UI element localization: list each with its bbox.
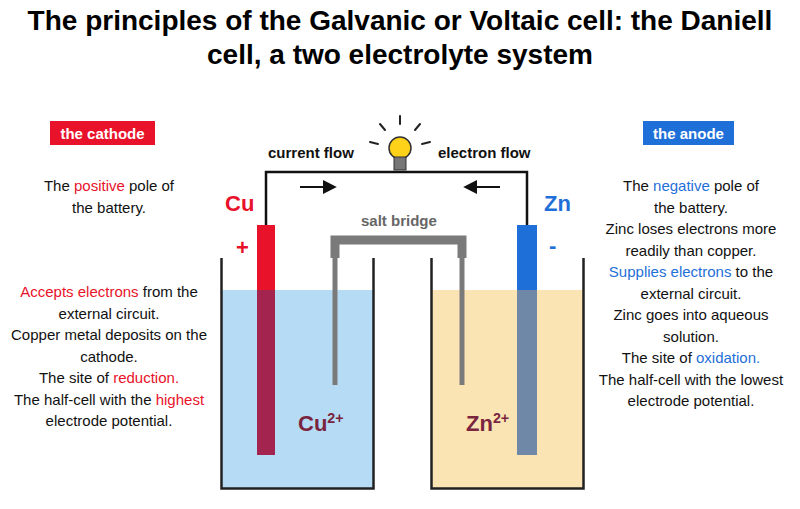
flow-label: current flow [268, 144, 354, 161]
polarity-sign: - [549, 233, 556, 259]
description: Zinc goes into aqueous solution. [586, 304, 796, 347]
electrolyte [221, 290, 374, 489]
salt-bridge [335, 240, 462, 258]
beaker-wall [432, 258, 584, 489]
description: Accepts electrons from the external circ… [4, 281, 214, 324]
description-column: The negative pole of the battery.Zinc lo… [586, 175, 796, 412]
pole-label-box: the cathode [50, 121, 155, 145]
description-text: electrode potential. [46, 412, 173, 429]
description: The positive pole of the battery. [34, 175, 184, 218]
electron-arrow [466, 186, 500, 188]
edge-label: salt bridge [358, 212, 440, 229]
pole-label: the cathode [60, 125, 144, 142]
description: The site of oxidation. [586, 347, 796, 369]
description-text: The site of [39, 369, 109, 386]
highlight-text: oxidation. [696, 349, 760, 366]
description-column: The positive pole of the battery. [4, 175, 214, 218]
description-text: electrode potential. [628, 392, 755, 409]
electrode: Zn- [517, 225, 537, 455]
description-text: The half-cell with the [14, 391, 152, 408]
title: The principles of the Galvanic or Voltai… [10, 4, 790, 72]
flow-label: electron flow [438, 144, 531, 161]
description-text: The [44, 177, 70, 194]
description-text: The site of [622, 349, 692, 366]
description-text: Copper metal deposits on the cathode. [11, 326, 207, 365]
beaker: Zn2+ [430, 258, 585, 490]
ion-label: Cu2+ [298, 410, 344, 437]
polarity-sign: + [236, 235, 249, 261]
pole-label-box: the anode [643, 121, 734, 145]
highlight-text: negative [653, 177, 710, 194]
electrode-symbol: Cu [225, 191, 254, 217]
description: Supplies electrons to the external circu… [586, 261, 796, 304]
description: The negative pole of the battery. [616, 175, 766, 218]
salt-bridge-leg [460, 258, 465, 385]
pole-label: the anode [653, 125, 724, 142]
light-bulb [370, 116, 430, 170]
ion-label: Zn2+ [466, 410, 509, 437]
description: Copper metal deposits on the cathode. [4, 324, 214, 367]
description: Zinc loses electrons more readily than c… [586, 218, 796, 261]
description-text: The half-cell with the [599, 371, 737, 388]
electrolyte [431, 290, 584, 489]
salt-bridge-leg [333, 258, 338, 385]
description: The site of reduction. [4, 367, 214, 389]
electrode: Cu+ [257, 225, 275, 455]
description-text: Zinc loses electrons more readily than c… [606, 220, 777, 259]
description-column: Accepts electrons from the external circ… [4, 281, 214, 432]
highlight-text: reduction. [113, 369, 179, 386]
beaker-outline [430, 258, 585, 490]
description-text: lowest [741, 371, 784, 388]
highlight-text: Accepts electrons [20, 283, 138, 300]
current-arrow [300, 186, 334, 188]
beaker-wall [222, 258, 374, 489]
description-text: The [623, 177, 649, 194]
electrode-symbol: Zn [544, 191, 571, 217]
highlight-text: highest [156, 391, 204, 408]
description-text: Zinc goes into aqueous solution. [613, 306, 768, 345]
beaker: Cu2+ [220, 258, 375, 490]
highlight-text: positive [74, 177, 125, 194]
description: The half-cell with the highest electrode… [4, 389, 214, 432]
description: The half-cell with the lowest electrode … [586, 369, 796, 412]
beaker-outline [220, 258, 375, 490]
highlight-text: Supplies electrons [609, 263, 732, 280]
